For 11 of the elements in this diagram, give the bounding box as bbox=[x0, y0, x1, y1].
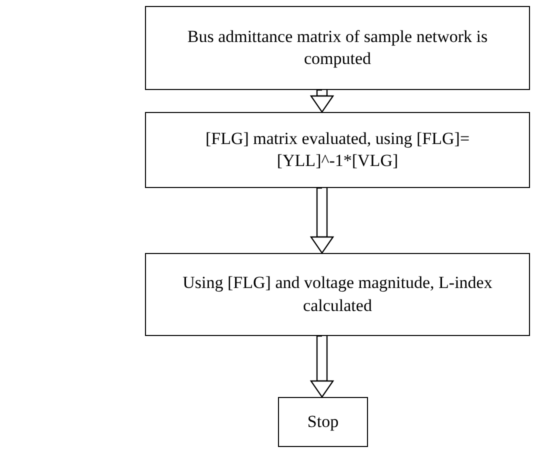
process-box bbox=[145, 6, 530, 90]
hollow-arrow bbox=[310, 187, 334, 254]
box-text: Stop bbox=[307, 410, 339, 433]
box-text: Bus admittance matrix of sample network is computed bbox=[186, 26, 489, 70]
box-text: [FLG] matrix evaluated, using [FLG]= [YLL]^-1*[VLG] bbox=[204, 128, 471, 172]
box-text: Using [FLG] and voltage magnitude, L-index calculated bbox=[182, 272, 494, 316]
hollow-arrow bbox=[310, 89, 334, 113]
hollow-arrow bbox=[310, 335, 334, 398]
process-box bbox=[145, 112, 530, 188]
process-box bbox=[278, 397, 368, 447]
process-box bbox=[145, 253, 530, 336]
